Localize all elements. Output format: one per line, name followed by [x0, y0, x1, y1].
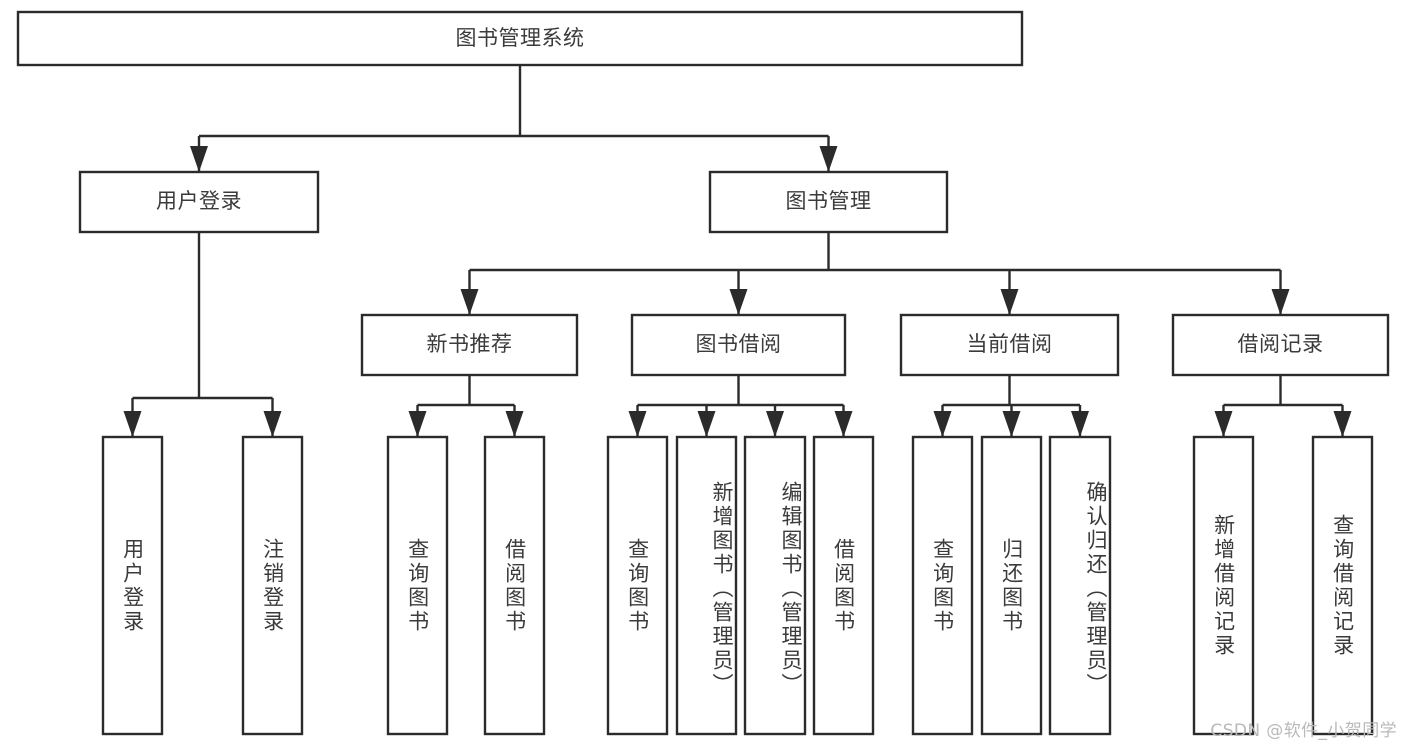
node-leaf-user-logout[interactable] — [241, 435, 304, 736]
arrow-icon-book-borrow-2 — [766, 411, 784, 437]
watermark: CSDN @软件_小贺同学 — [1210, 721, 1397, 741]
node-leaf-query-book-3[interactable] — [911, 435, 974, 736]
arrow-icon-current-borrow-1 — [1002, 411, 1021, 437]
arrow-icon-current-borrow-0 — [933, 411, 952, 437]
arrow-icon-borrow-record-0 — [1214, 411, 1233, 437]
arrow-icon-book-borrow-1 — [697, 411, 716, 437]
arrow-icon-root-0 — [190, 146, 208, 172]
node-user-login[interactable] — [78, 170, 320, 234]
node-leaf-add-borrow-record[interactable] — [1192, 435, 1255, 736]
node-book-manage[interactable] — [708, 170, 949, 234]
connectors-layer — [123, 65, 1352, 437]
node-leaf-borrow-book-2[interactable] — [812, 435, 875, 736]
arrow-icon-book-manage-3 — [1271, 289, 1290, 315]
arrow-icon-new-book-recommend-1 — [505, 411, 524, 437]
node-leaf-query-borrow-record[interactable] — [1311, 435, 1374, 736]
node-leaf-return-book[interactable] — [980, 435, 1043, 736]
arrow-icon-user-login-1 — [263, 411, 282, 437]
node-leaf-query-book-2[interactable] — [606, 435, 669, 736]
arrow-icon-root-1 — [819, 146, 838, 172]
node-leaf-confirm-return-admin[interactable] — [1048, 435, 1112, 736]
node-current-borrow[interactable] — [899, 313, 1120, 377]
arrow-icon-book-borrow-0 — [628, 411, 647, 437]
node-book-borrow[interactable] — [630, 313, 847, 377]
node-leaf-edit-book-admin[interactable] — [743, 435, 807, 736]
arrow-icon-book-manage-1 — [729, 289, 748, 315]
node-leaf-add-book-admin[interactable] — [675, 435, 738, 736]
boxes-layer — [16, 10, 1390, 736]
arrow-icon-new-book-recommend-0 — [408, 411, 427, 437]
node-new-book-recommend[interactable] — [360, 313, 579, 377]
node-leaf-borrow-book-1[interactable] — [483, 435, 546, 736]
node-leaf-user-login[interactable] — [101, 435, 164, 736]
node-leaf-query-book-1[interactable] — [386, 435, 449, 736]
arrow-icon-book-manage-2 — [1000, 289, 1019, 315]
arrow-icon-user-login-0 — [123, 411, 142, 437]
node-root-title[interactable] — [16, 10, 1024, 67]
arrow-icon-book-manage-0 — [460, 289, 479, 315]
arrow-icon-borrow-record-1 — [1333, 411, 1352, 437]
arrow-icon-book-borrow-3 — [834, 411, 853, 437]
arrow-icon-current-borrow-2 — [1071, 411, 1089, 437]
node-borrow-record[interactable] — [1171, 313, 1390, 377]
